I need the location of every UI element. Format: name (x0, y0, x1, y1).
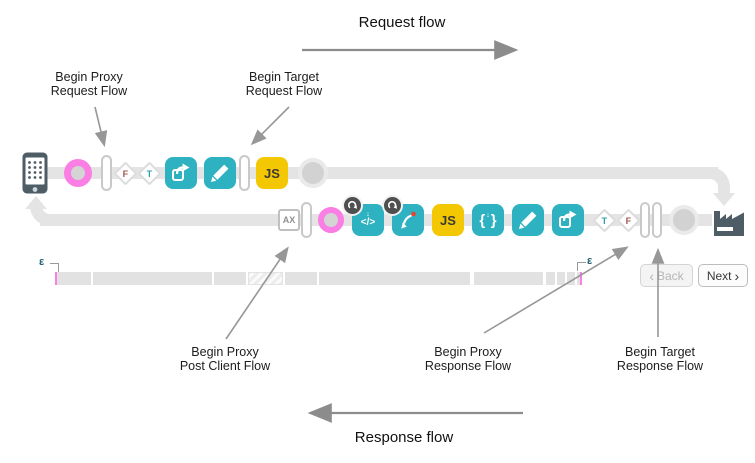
timeline-segment[interactable] (546, 272, 555, 285)
condition-diamond-t[interactable]: T (592, 208, 617, 233)
timeline-segment[interactable] (285, 272, 317, 285)
timeline-segment[interactable] (93, 272, 212, 285)
timeline-cursor-tick (55, 272, 57, 285)
next-chevron-icon: › (734, 267, 740, 284)
phase-pill-target-response-start[interactable] (652, 202, 662, 238)
condition-letter: T (146, 168, 153, 179)
gray-step-node[interactable] (673, 209, 695, 231)
timeline-segment-hatched[interactable] (248, 272, 283, 285)
next-button[interactable]: Next › (698, 264, 748, 287)
timeline-segment[interactable] (567, 272, 575, 285)
label-line: Begin Proxy (55, 70, 123, 84)
js-policy-icon[interactable]: JS (256, 157, 288, 189)
label-line: Post Client Flow (179, 359, 271, 373)
share-policy-icon[interactable] (165, 157, 197, 189)
target-factory-icon[interactable] (712, 205, 746, 242)
share-policy-icon[interactable] (552, 204, 584, 236)
label-line: Request Flow (245, 84, 323, 98)
condition-letter: F (122, 168, 129, 179)
timeline-segment[interactable] (557, 272, 565, 285)
timeline-segment[interactable] (319, 272, 470, 285)
code-glyph: </> (360, 217, 376, 228)
label-line: Begin Proxy (434, 345, 502, 359)
back-button-label: Back (656, 268, 684, 283)
loop-badge-icon (342, 195, 363, 216)
brace-left-glyph: { (479, 211, 486, 229)
condition-diamond-f[interactable]: F (113, 161, 138, 186)
condition-diamond-t[interactable]: T (137, 161, 162, 186)
condition-letter: F (625, 215, 632, 226)
phase-pill-target-request-start[interactable] (239, 155, 250, 191)
phase-pill-proxy-response-start[interactable] (640, 202, 650, 238)
js-label: JS (264, 165, 280, 181)
pink-step-node[interactable] (64, 159, 92, 187)
pencil-policy-icon[interactable] (512, 204, 544, 236)
label-begin-proxy-response-flow: Begin Proxy Response Flow (398, 345, 538, 373)
gray-step-node[interactable] (302, 162, 324, 184)
label-line: Response Flow (616, 359, 704, 373)
timeline-segment[interactable] (214, 272, 246, 285)
braces-policy-icon[interactable]: { ↓ } (472, 204, 504, 236)
code-policy-icon[interactable]: ↓ </> (342, 195, 384, 236)
callout-policy-icon[interactable] (382, 195, 424, 236)
label-line: Request Flow (50, 84, 128, 98)
label-begin-proxy-request-flow: Begin Proxy Request Flow (19, 70, 159, 98)
track-arrow-into-target (713, 193, 735, 206)
label-begin-proxy-post-client-flow: Begin Proxy Post Client Flow (155, 345, 295, 373)
client-phone-icon[interactable] (22, 152, 48, 199)
next-button-label: Next (706, 268, 732, 283)
phase-pill-post-client-start[interactable] (301, 202, 312, 238)
brace-right-glyph: } (490, 211, 497, 229)
timeline-segment[interactable] (55, 272, 91, 285)
timeline-bracket-right (577, 262, 586, 271)
down-arrow-glyph: ↓ (486, 212, 490, 219)
phase-pill-proxy-request-start[interactable] (101, 155, 112, 191)
timeline-end-tick (580, 272, 582, 285)
label-line: Begin Proxy (191, 345, 259, 359)
js-label: JS (440, 212, 456, 228)
condition-diamond-f[interactable]: F (616, 208, 641, 233)
condition-letter: T (601, 215, 608, 226)
response-flow-title: Response flow (354, 429, 454, 446)
loop-badge-icon (382, 195, 403, 216)
pink-step-node[interactable] (318, 207, 344, 233)
label-line: Begin Target (249, 70, 319, 84)
request-flow-title: Request flow (358, 14, 446, 31)
label-line: Begin Target (625, 345, 695, 359)
epsilon-right: ε (587, 255, 593, 267)
timeline-segment[interactable] (474, 272, 543, 285)
ax-label: AX (282, 215, 296, 225)
label-begin-target-request-flow: Begin Target Request Flow (214, 70, 354, 98)
down-arrow-glyph: ↓ (366, 211, 370, 218)
js-policy-icon[interactable]: JS (432, 204, 464, 236)
track-corner-right (704, 167, 730, 195)
back-chevron-icon: ‹ (649, 267, 654, 284)
back-button[interactable]: ‹ Back (640, 264, 693, 287)
ax-analytics-badge[interactable]: AX (278, 209, 300, 231)
timeline-bracket-left (50, 263, 59, 272)
label-line: Response Flow (424, 359, 512, 373)
label-begin-target-response-flow: Begin Target Response Flow (590, 345, 730, 373)
track-arrow-into-client (25, 196, 47, 209)
epsilon-left: ε (39, 256, 45, 268)
pencil-policy-icon[interactable] (204, 157, 236, 189)
